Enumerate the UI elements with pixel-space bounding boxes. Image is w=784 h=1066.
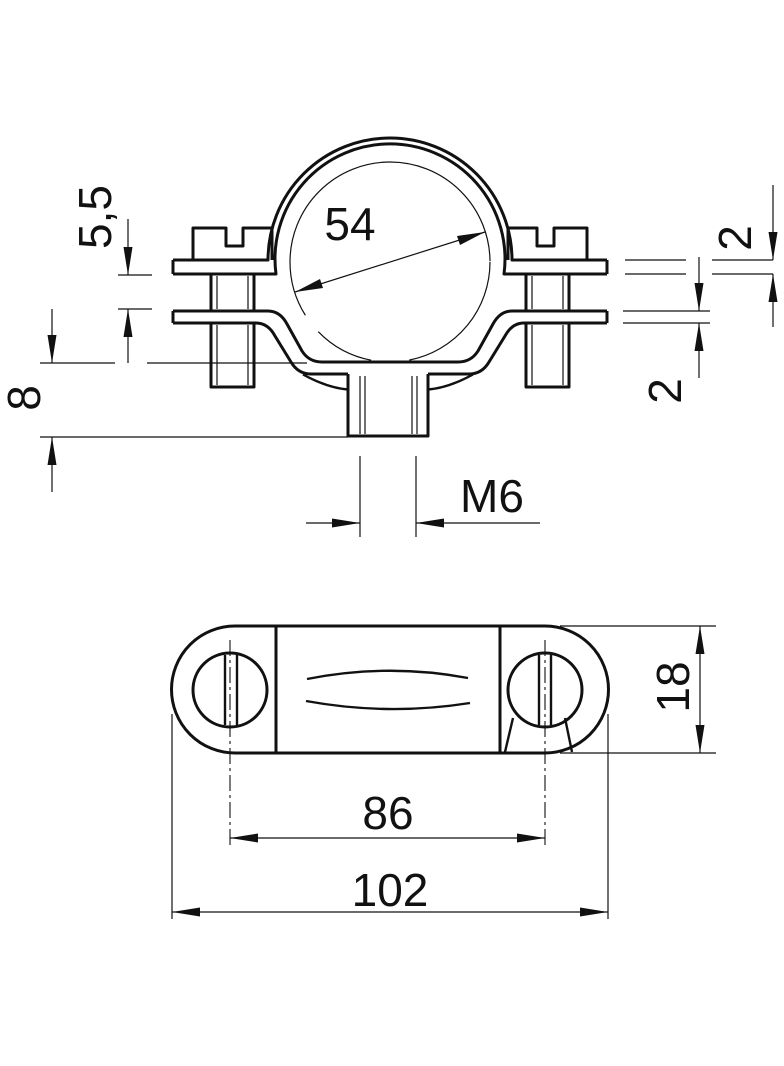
screw-head-left bbox=[191, 226, 274, 260]
socket-thread-lines bbox=[359, 376, 418, 434]
threaded-socket bbox=[346, 374, 430, 438]
dimension-overall-length: 102 bbox=[171, 714, 609, 919]
screw-thread-lines-left bbox=[216, 276, 249, 385]
dim-102-label: 102 bbox=[352, 864, 429, 916]
front-view: 54 5,5 8 2 2 bbox=[0, 136, 778, 537]
screw-slot-left bbox=[223, 655, 239, 725]
dim-86-label: 86 bbox=[362, 787, 413, 839]
emboss-bump-right bbox=[427, 373, 474, 391]
upper-strap-outer-contour bbox=[173, 136, 607, 262]
dim-5-5-label: 5,5 bbox=[69, 185, 121, 249]
emboss-lens bbox=[305, 669, 471, 711]
dim-18-label: 18 bbox=[647, 661, 699, 712]
pipe-opening-circle bbox=[289, 161, 491, 363]
screw-head-right bbox=[506, 226, 589, 260]
dim-m6-label: M6 bbox=[460, 470, 524, 522]
emboss-bump-left bbox=[302, 373, 349, 391]
dimension-flange-gap: 5,5 bbox=[69, 185, 152, 363]
dim-8-label: 8 bbox=[0, 385, 50, 411]
dimension-opening-diameter: 54 bbox=[294, 198, 486, 293]
lower-shell-inner-contour bbox=[173, 309, 607, 364]
lower-shell-outer-left bbox=[173, 321, 348, 376]
screw-shaft-left bbox=[209, 274, 256, 389]
strap-edge-marks bbox=[503, 717, 574, 753]
dimension-thread: M6 bbox=[306, 456, 540, 537]
dimension-socket-height: 8 bbox=[0, 309, 348, 492]
upper-strap-inner-contour bbox=[173, 142, 607, 276]
screw-slot-right bbox=[537, 655, 553, 725]
dim-2-lower-label: 2 bbox=[639, 378, 691, 404]
dimension-lower-thickness: 2 bbox=[623, 257, 710, 404]
screw-centerlines bbox=[229, 640, 546, 848]
strap-joint-lines bbox=[274, 626, 502, 753]
plan-view: 18 86 102 bbox=[170, 624, 716, 919]
dim-54-label: 54 bbox=[324, 198, 375, 250]
dimension-upper-thickness: 2 bbox=[625, 185, 778, 327]
lower-shell-outer-right bbox=[428, 321, 607, 376]
screw-thread-lines-right bbox=[531, 276, 564, 385]
dim-2-upper-label: 2 bbox=[709, 225, 761, 251]
screw-shaft-right bbox=[524, 274, 571, 389]
dimension-strap-width: 18 bbox=[560, 625, 716, 754]
flange-end-caps bbox=[171, 260, 609, 323]
dimension-hole-spacing: 86 bbox=[230, 787, 545, 843]
